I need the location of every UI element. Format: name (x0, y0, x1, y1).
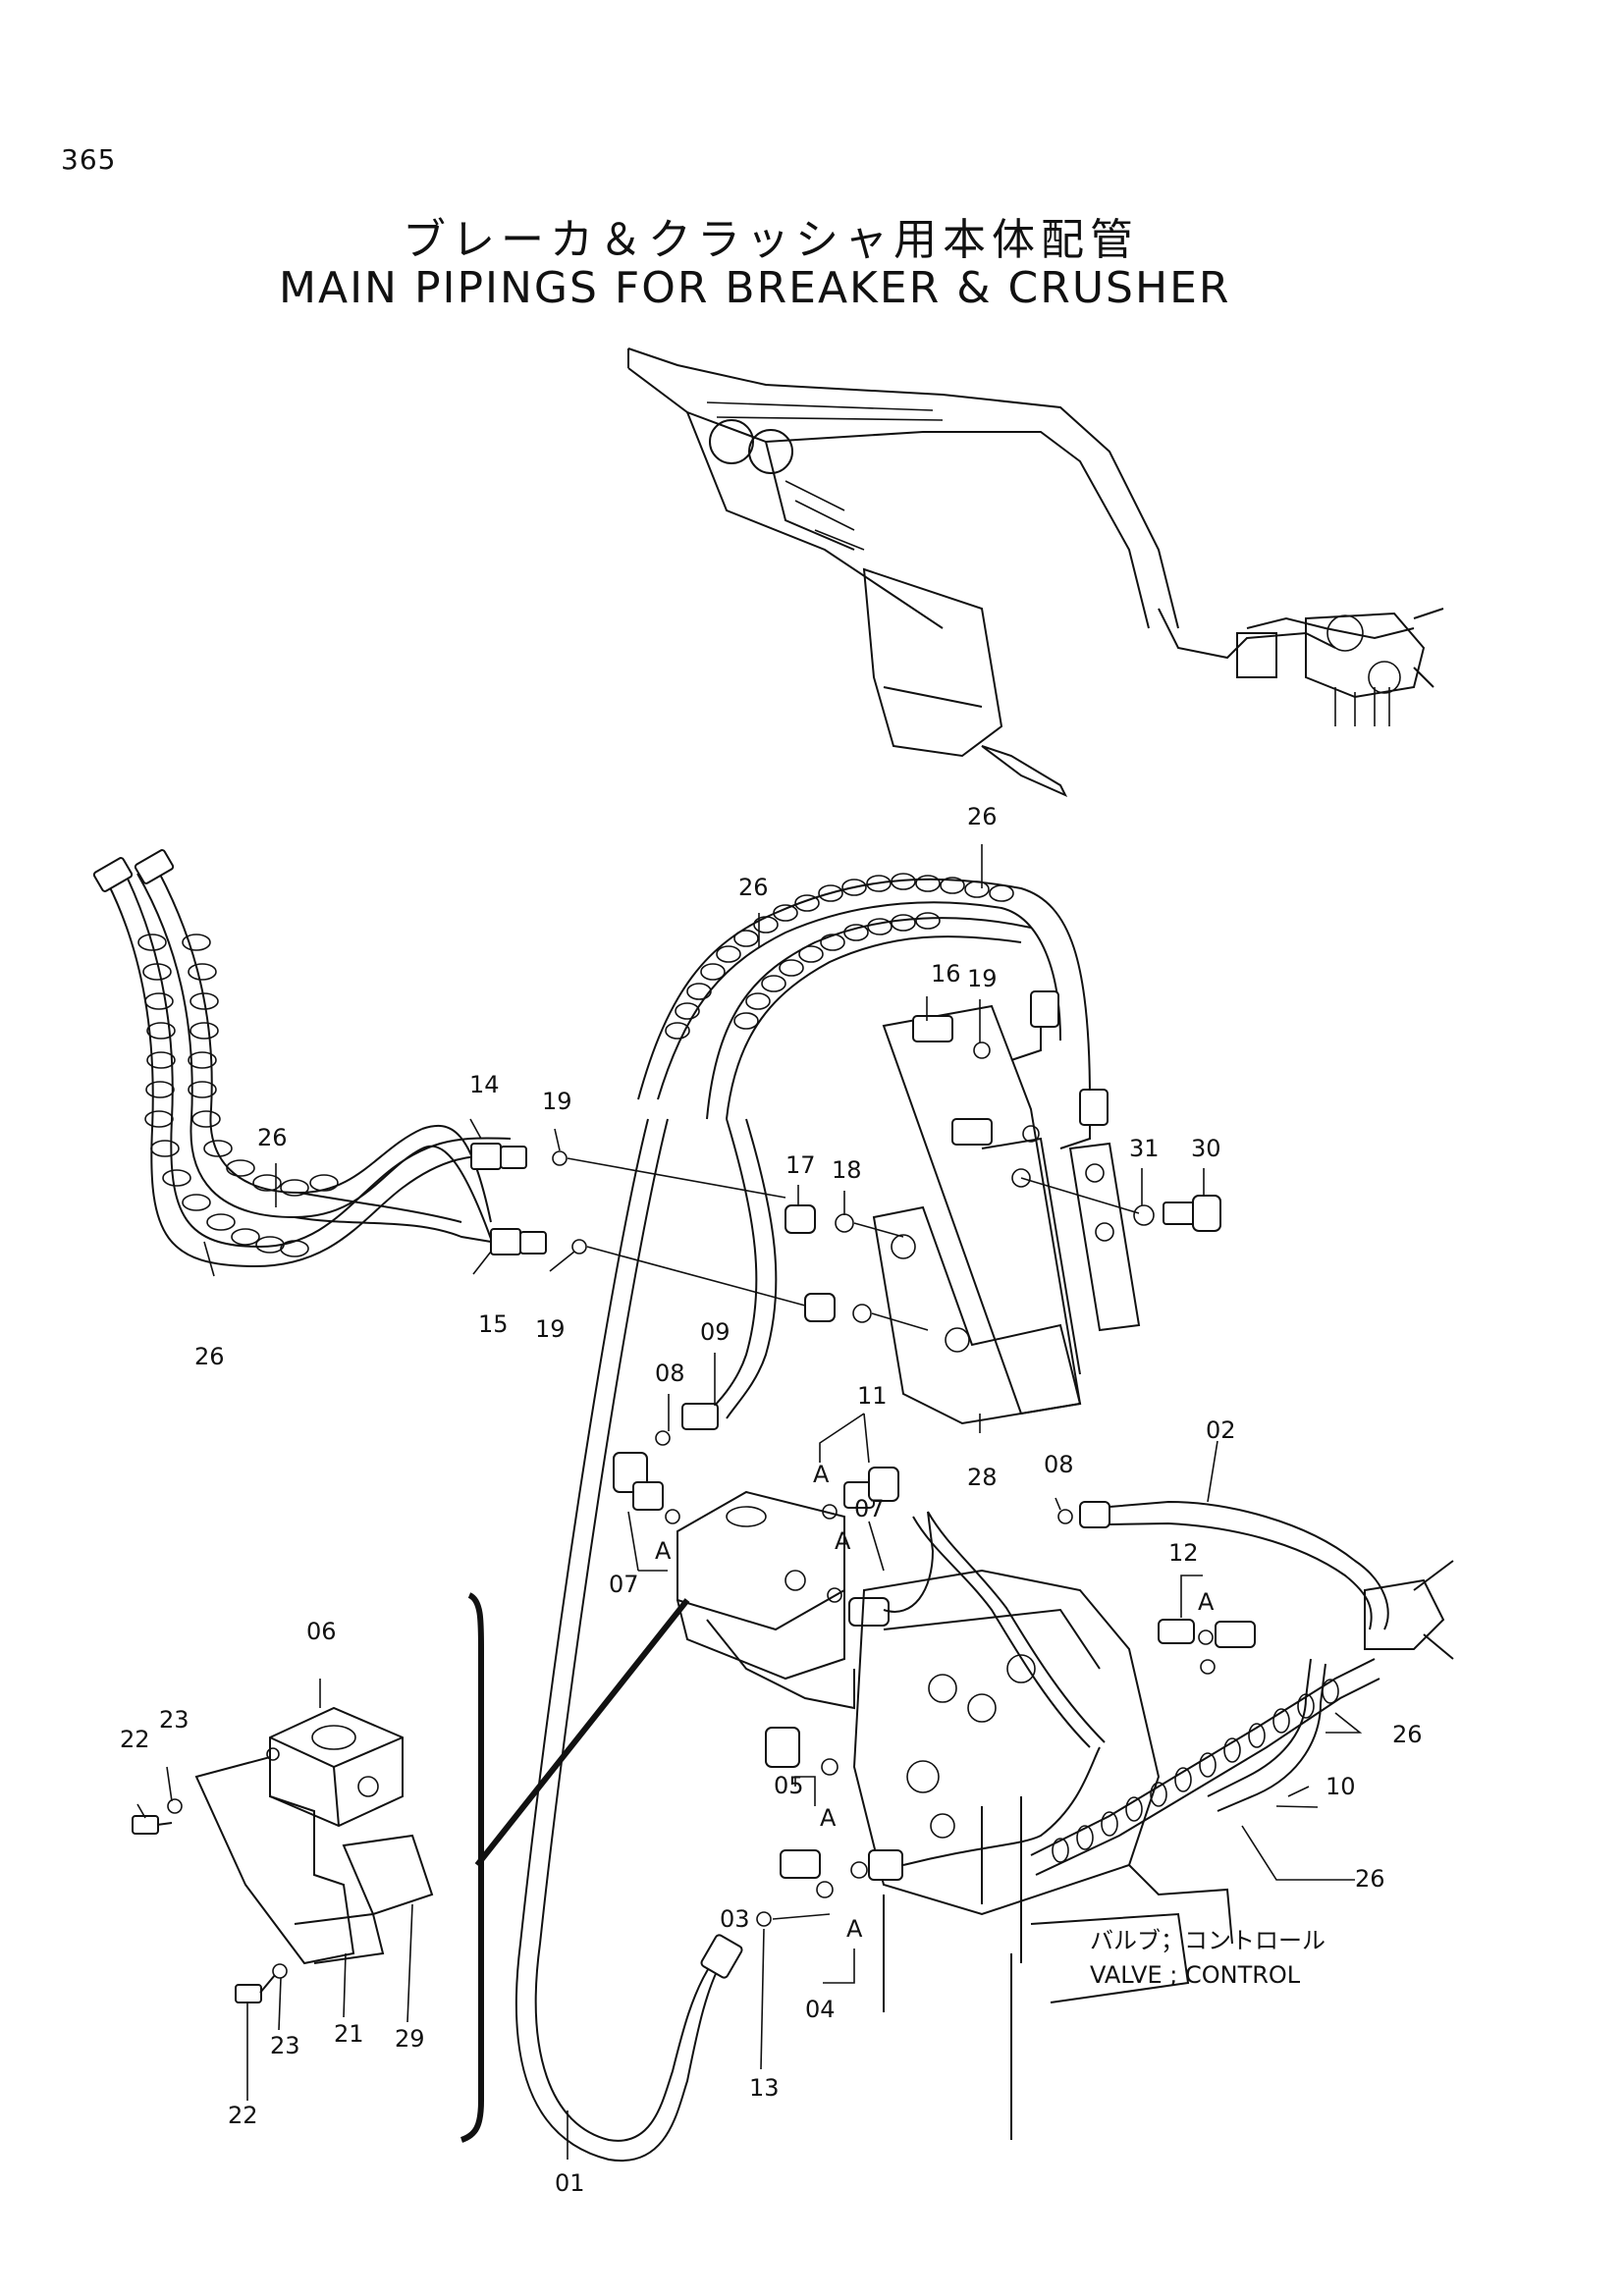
control-valve-assembly (613, 1430, 1454, 2140)
callout-14: 14 (469, 1071, 500, 1098)
callout-21: 21 (334, 2020, 364, 2048)
title-japanese: ブレーカ＆クラッシャ用本体配管 (403, 215, 1139, 265)
leader-lines (136, 844, 1363, 2160)
callout-a: A (655, 1537, 672, 1565)
callout-05: 05 (774, 1772, 804, 1799)
callout-04: 04 (805, 1996, 836, 2023)
callout-07: 07 (609, 1571, 639, 1598)
callout-a: A (835, 1527, 851, 1555)
callout-19: 19 (967, 965, 998, 992)
valve-label-english: VALVE ; CONTROL (1090, 1961, 1301, 1989)
callout-labels: 26 26 26 26 26 26 16 19 19 19 14 15 17 1… (120, 803, 1423, 2197)
hose-assemblies-left (92, 849, 929, 1331)
bracket-06-assembly (132, 1592, 690, 2143)
callout-22: 22 (228, 2102, 258, 2129)
callout-18: 18 (832, 1156, 862, 1184)
callout-16: 16 (931, 960, 961, 988)
callout-10: 10 (1325, 1773, 1356, 1800)
callout-26: 26 (257, 1124, 288, 1151)
page-number: 365 (61, 143, 117, 176)
callout-a: A (820, 1804, 837, 1832)
hose-assemblies-upper (514, 873, 1109, 2163)
callout-a: A (813, 1461, 830, 1488)
excavator-boom-illustration (627, 347, 1444, 798)
callout-26: 26 (738, 874, 769, 901)
callout-19: 19 (535, 1315, 566, 1343)
callout-23: 23 (270, 2032, 300, 2059)
callout-12: 12 (1168, 1539, 1199, 1567)
callout-07: 07 (854, 1495, 885, 1522)
callout-03: 03 (720, 1905, 750, 1933)
callout-26: 26 (967, 803, 998, 830)
callout-29: 29 (395, 2025, 425, 2053)
callout-02: 02 (1206, 1416, 1236, 1444)
callout-31: 31 (1129, 1135, 1160, 1162)
callout-08: 08 (655, 1360, 685, 1387)
callout-11: 11 (857, 1382, 888, 1410)
callout-22: 22 (120, 1726, 150, 1753)
callout-30: 30 (1191, 1135, 1221, 1162)
callout-19: 19 (542, 1088, 572, 1115)
bracket-assembly (872, 1004, 1221, 1425)
callout-26: 26 (1392, 1721, 1423, 1748)
valve-label-japanese: バルブ；コントロール (1090, 1927, 1325, 1954)
callout-a: A (846, 1915, 863, 1943)
callout-09: 09 (700, 1318, 730, 1346)
callout-23: 23 (159, 1706, 189, 1734)
callout-06: 06 (306, 1618, 337, 1645)
callout-17: 17 (785, 1151, 816, 1179)
callout-26: 26 (1355, 1865, 1385, 1893)
callout-26: 26 (194, 1343, 225, 1370)
callout-a: A (1198, 1588, 1215, 1616)
title-english: MAIN PIPINGS FOR BREAKER & CRUSHER (279, 263, 1231, 313)
callout-13: 13 (749, 2074, 780, 2102)
callout-01: 01 (555, 2169, 585, 2197)
callout-15: 15 (478, 1310, 509, 1338)
callout-28: 28 (967, 1464, 998, 1491)
callout-08: 08 (1044, 1451, 1074, 1478)
